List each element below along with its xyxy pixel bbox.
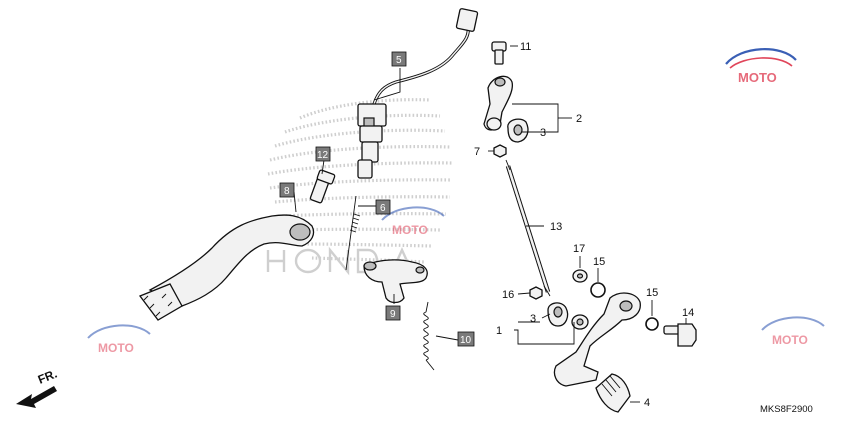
shift-rubber-part-4 [595,373,631,413]
nut-part-16 [529,286,543,300]
site-logo-text: MOTO [738,70,777,85]
shift-arm-assembly-part-2 [483,75,514,131]
front-direction-arrow: FR. [16,367,59,408]
pivot-arm-part-9 [363,259,428,304]
boxed-callout-6: 6 [375,199,391,215]
ball-joint-part-3-upper [507,118,529,143]
coil-spring-part-10 [423,301,435,371]
arrow-left-icon [16,386,57,408]
direction-label: FR. [36,367,59,387]
bolt-part-11 [491,41,507,65]
o-ring-part-15-upper [590,282,606,298]
callout-13: 13 [550,221,562,233]
callout-7: 7 [474,146,480,158]
callout-15-upper: 15 [593,256,605,268]
boxed-callout-12: 12 [315,146,331,162]
svg-text:12: 12 [317,150,329,161]
callout-11: 11 [520,41,531,53]
ball-joint-part-3-lower [547,302,569,327]
tie-rod-part-13 [505,159,551,297]
nut-part-7 [493,144,507,158]
shift-pedal-part-1 [553,292,641,387]
boxed-callout-9: 9 [385,305,401,321]
diagram-code: MKS8F2900 [760,404,813,415]
pivot-bolt-part-14 [663,323,697,347]
svg-text:5: 5 [396,55,402,66]
svg-text:10: 10 [460,335,472,346]
callout-15-lower: 15 [646,287,658,299]
site-logo-watermark-center: MOTO [381,206,445,237]
washer-part-17 [572,269,588,283]
callout-14: 14 [682,307,694,319]
sensor-harness-part [357,8,479,179]
site-logo-text: MOTO [98,341,134,355]
brake-pedal-part [138,214,315,321]
callout-1: 1 [496,325,502,337]
site-logo-watermark-right: MOTO [761,316,825,347]
callout-17: 17 [573,243,585,255]
boxed-callout-8: 8 [279,182,295,198]
callout-3-lower: 3 [530,313,536,325]
boxed-callouts: 5 12 8 6 9 10 [279,51,475,347]
callout-3-upper: 3 [540,127,546,139]
bolt-part-12 [309,169,336,204]
callout-4: 4 [644,397,650,409]
svg-text:9: 9 [390,309,396,320]
site-logo-watermark-left: MOTO [87,324,151,355]
callout-2: 2 [576,113,582,125]
callouts: 11 2 3 7 13 17 15 16 15 14 3 1 4 [474,41,694,409]
site-logo-text: MOTO [392,223,428,237]
boxed-callout-10: 10 [457,331,475,347]
site-logo-watermark-top: MOTO [725,48,797,85]
svg-text:8: 8 [284,186,290,197]
o-ring-part-15-lower [645,317,659,331]
callout-16: 16 [502,289,514,301]
boxed-callout-5: 5 [391,51,407,67]
svg-text:6: 6 [380,203,386,214]
spring-part-6 [345,195,361,271]
site-logo-text: MOTO [772,333,808,347]
